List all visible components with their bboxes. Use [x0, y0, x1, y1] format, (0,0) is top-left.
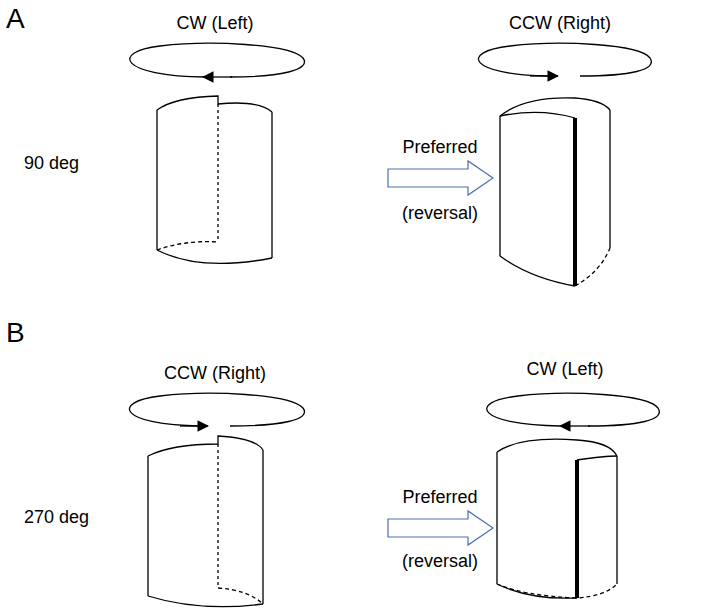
- rotation-label: CW (Left): [526, 360, 603, 380]
- panel-letter: A: [6, 4, 25, 35]
- angle-label: 90 deg: [24, 154, 79, 174]
- transition-label: Preferred: [402, 488, 477, 508]
- transition-label: (reversal): [402, 552, 478, 572]
- arrow-head: [180, 425, 208, 426]
- marker-stripe: [575, 460, 579, 598]
- panel-letter: B: [6, 318, 25, 349]
- transition-label: (reversal): [402, 204, 478, 224]
- rotation-label: CW (Left): [176, 14, 253, 34]
- transition-arrow: [388, 161, 493, 195]
- rotation-arrow: [130, 43, 305, 77]
- rotation-arrow: [487, 393, 660, 426]
- rotation-label: CCW (Right): [509, 14, 611, 34]
- cylinder-top: [148, 436, 263, 456]
- marker-stripe: [573, 118, 577, 286]
- cylinder-top: [497, 439, 617, 456]
- rotation-arrow: [478, 43, 651, 76]
- rotation-arrow: [129, 393, 304, 426]
- cylinder-top: [157, 96, 272, 112]
- transition-arrow: [388, 511, 493, 545]
- arrow-head: [203, 76, 232, 77]
- rotation-label: CCW (Right): [164, 364, 266, 384]
- arrow-head: [530, 75, 558, 76]
- arrow-head: [560, 425, 590, 426]
- angle-label: 270 deg: [24, 508, 89, 528]
- transition-label: Preferred: [402, 138, 477, 158]
